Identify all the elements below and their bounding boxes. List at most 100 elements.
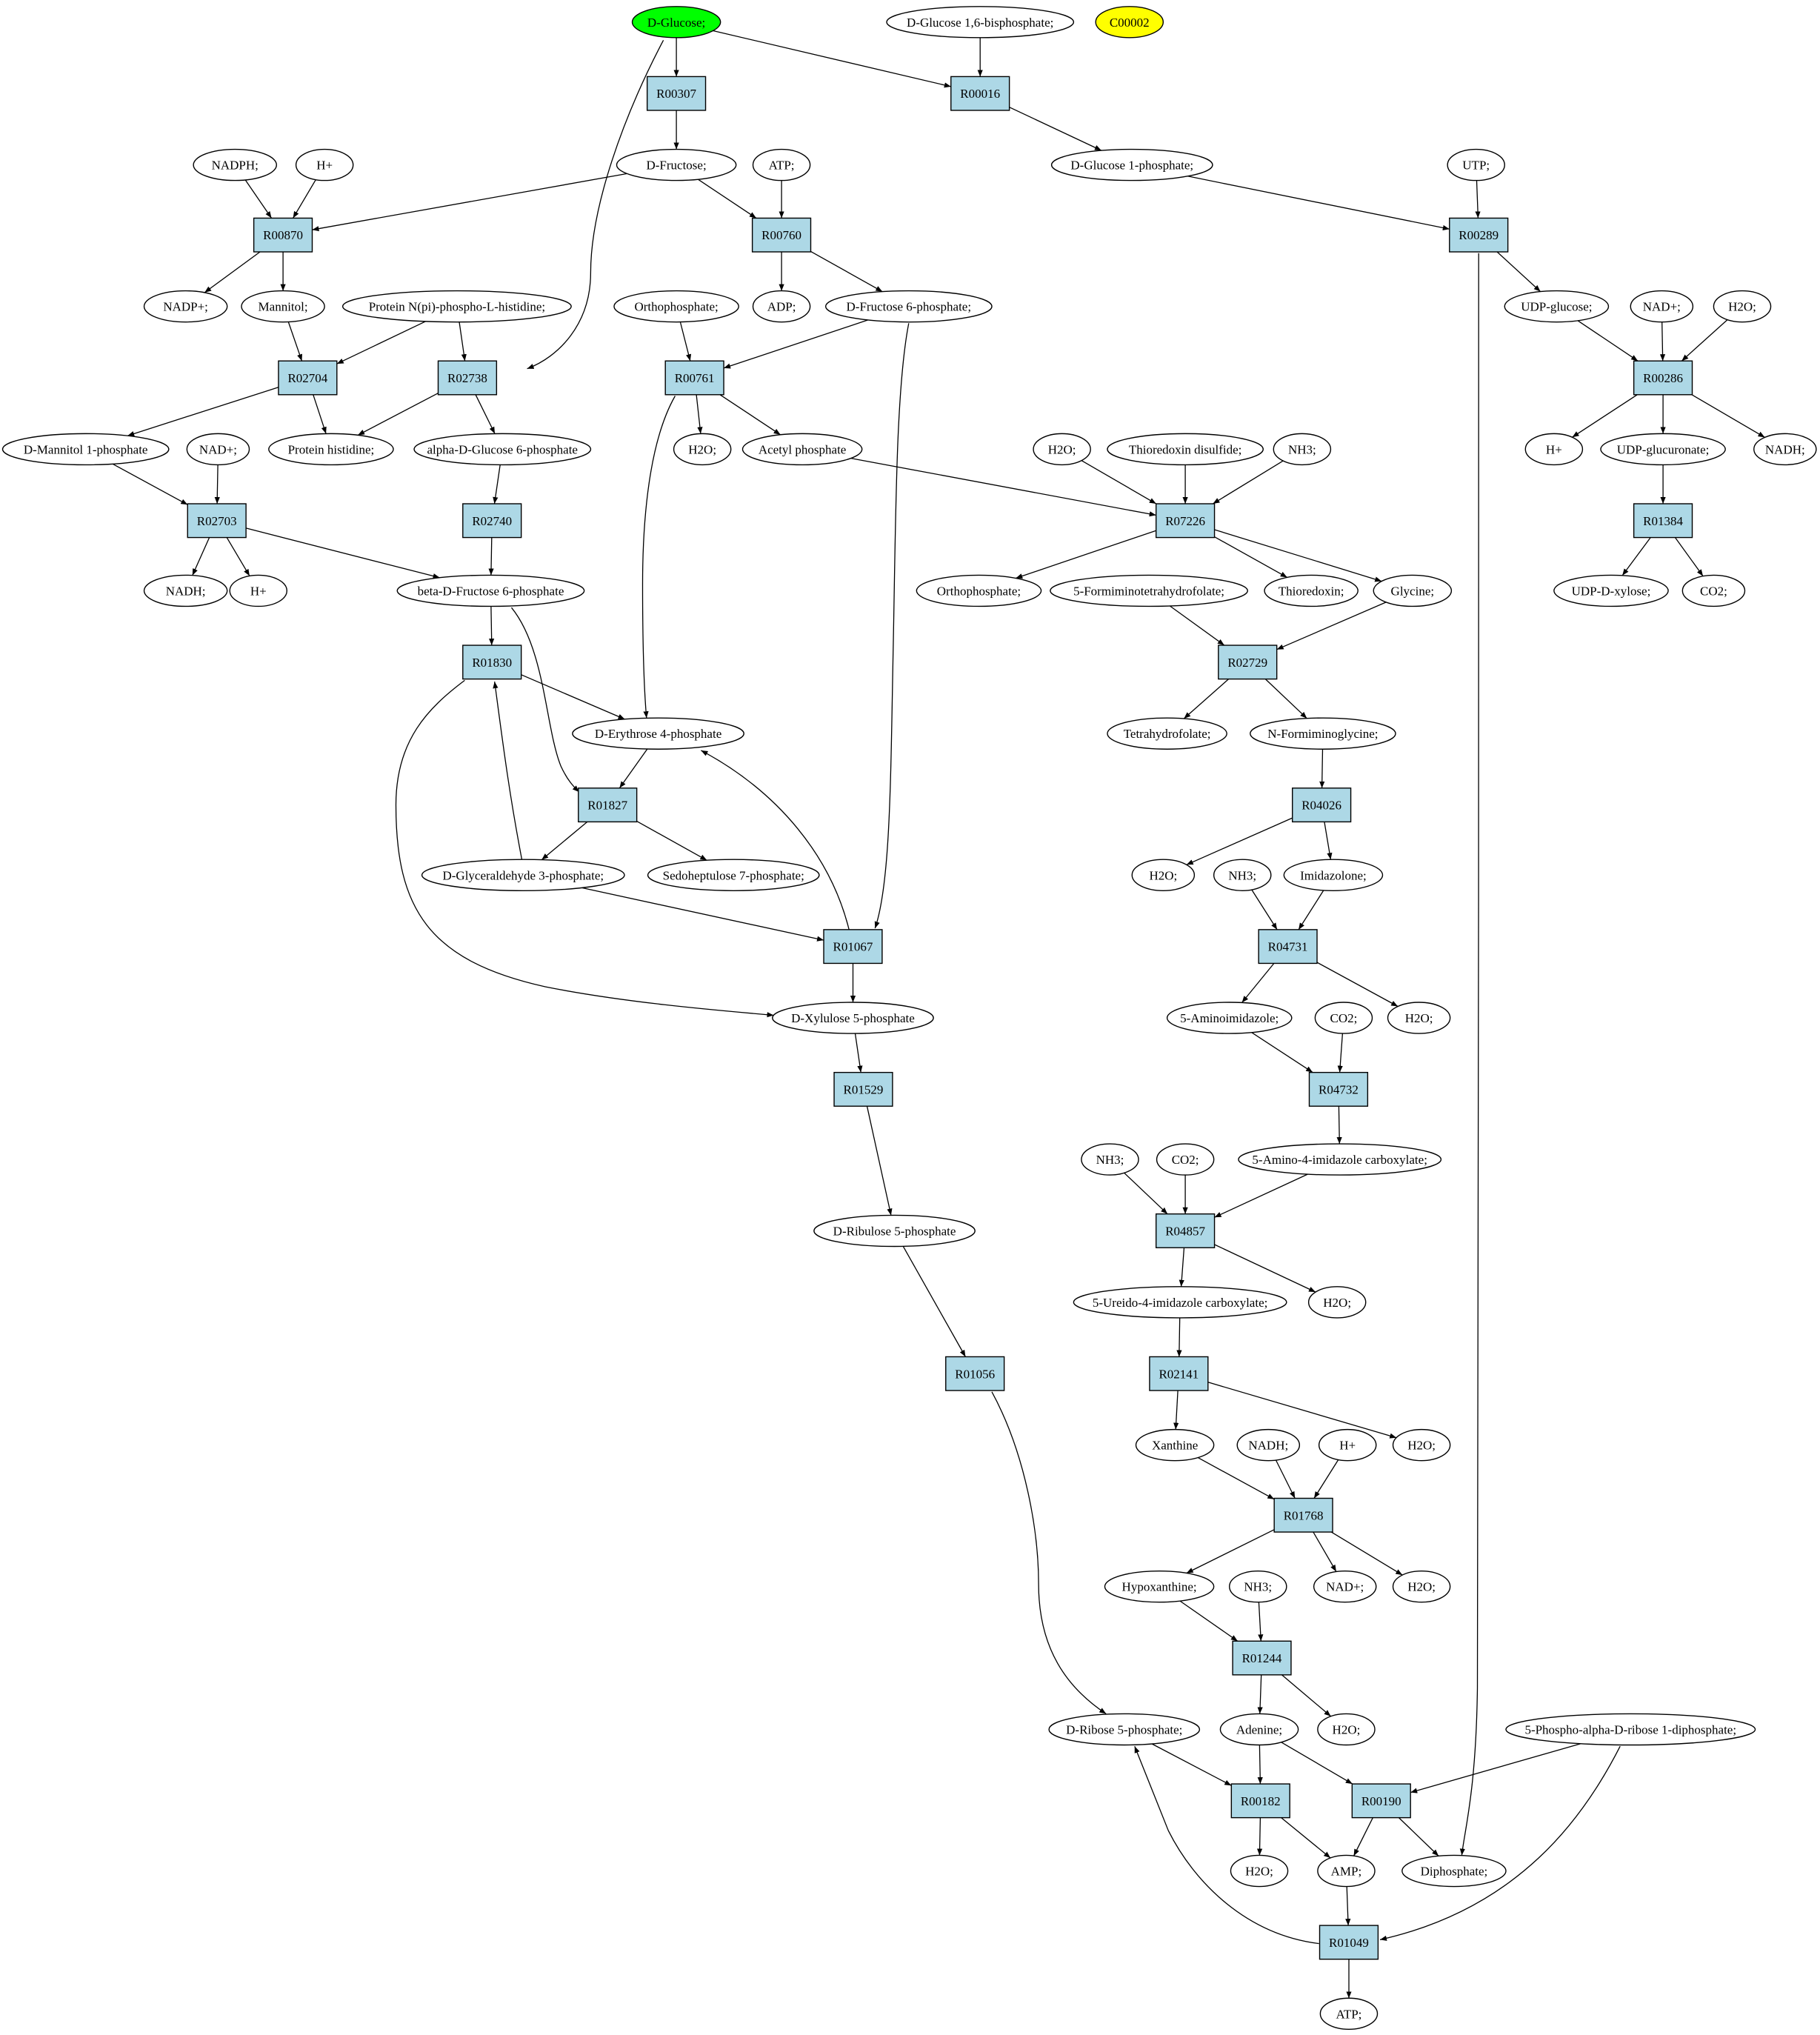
compound-node[interactable]: Hypoxanthine; — [1104, 1570, 1215, 1603]
compound-node[interactable]: D-Glucose 1-phosphate; — [1050, 148, 1213, 181]
reaction-node[interactable]: R04732 — [1308, 1071, 1369, 1107]
compound-node[interactable]: UDP-glucuronate; — [1600, 433, 1726, 466]
reaction-node[interactable]: R04731 — [1258, 929, 1318, 965]
reaction-node[interactable]: R01067 — [823, 929, 883, 965]
reaction-node[interactable]: R01529 — [833, 1071, 893, 1107]
compound-node[interactable]: ATP; — [1319, 1997, 1379, 2031]
compound-node[interactable]: Orthophosphate; — [613, 290, 739, 323]
compound-node[interactable]: UDP-D-xylose; — [1553, 574, 1669, 607]
compound-node[interactable]: 5-Formiminotetrahydrofolate; — [1050, 574, 1248, 607]
reaction-node[interactable]: R01830 — [462, 645, 522, 680]
compound-node[interactable]: H+ — [1524, 433, 1584, 466]
reaction-node[interactable]: R04026 — [1292, 787, 1352, 823]
reaction-node[interactable]: R01768 — [1273, 1497, 1333, 1533]
compound-node[interactable]: D-Fructose 6-phosphate; — [824, 290, 993, 323]
reaction-node[interactable]: R01384 — [1633, 503, 1693, 539]
compound-node[interactable]: C00002 — [1095, 6, 1164, 39]
reaction-node[interactable]: R02141 — [1149, 1356, 1209, 1391]
compound-node[interactable]: D-Glucose 1,6-bisphosphate; — [886, 6, 1075, 39]
compound-node[interactable]: D-Xylulose 5-phosphate — [772, 1002, 934, 1034]
compound-node[interactable]: D-Glyceraldehyde 3-phosphate; — [421, 859, 625, 891]
compound-node[interactable]: D-Fructose; — [616, 148, 737, 181]
compound-node[interactable]: N-Formiminoglycine; — [1250, 717, 1396, 750]
reaction-node[interactable]: R01056 — [945, 1356, 1005, 1391]
compound-node[interactable]: CO2; — [1314, 1002, 1373, 1034]
compound-node[interactable]: Adenine; — [1219, 1713, 1299, 1746]
compound-node[interactable]: D-Ribulose 5-phosphate — [813, 1214, 976, 1248]
compound-node[interactable]: NH3; — [1081, 1143, 1139, 1176]
reaction-node[interactable]: R04857 — [1155, 1213, 1216, 1248]
compound-node[interactable]: CO2; — [1156, 1143, 1215, 1176]
compound-node[interactable]: NH3; — [1213, 859, 1272, 891]
compound-node[interactable]: D-Ribose 5-phosphate; — [1048, 1713, 1201, 1746]
compound-node[interactable]: Thioredoxin disulfide; — [1107, 433, 1264, 466]
compound-node[interactable]: H2O; — [1131, 859, 1196, 891]
reaction-node[interactable]: R00286 — [1633, 360, 1693, 396]
compound-node[interactable]: Protein histidine; — [268, 433, 394, 466]
reaction-node[interactable]: R00016 — [950, 76, 1010, 111]
compound-node[interactable]: H+ — [229, 574, 288, 607]
compound-node[interactable]: D-Glucose; — [631, 6, 721, 39]
reaction-node[interactable]: R02703 — [187, 503, 247, 539]
compound-node[interactable]: CO2; — [1681, 574, 1746, 607]
compound-node[interactable]: Acetyl phosphate — [741, 433, 863, 466]
reaction-node[interactable]: R02740 — [462, 503, 522, 539]
compound-node[interactable]: AMP; — [1317, 1854, 1376, 1888]
compound-node[interactable]: ADP; — [752, 290, 811, 323]
compound-node[interactable]: Orthophosphate; — [916, 574, 1042, 607]
compound-node[interactable]: NH3; — [1273, 433, 1332, 466]
reaction-node[interactable]: R02704 — [278, 360, 338, 396]
compound-node[interactable]: D-Erythrose 4-phosphate — [572, 717, 744, 750]
compound-node[interactable]: Thioredoxin; — [1264, 574, 1359, 607]
reaction-node[interactable]: R01827 — [578, 787, 638, 823]
compound-node[interactable]: Sedoheptulose 7-phosphate; — [647, 859, 820, 891]
reaction-node[interactable]: R00870 — [253, 217, 313, 253]
compound-node[interactable]: NH3; — [1229, 1570, 1287, 1603]
compound-node[interactable]: UTP; — [1447, 148, 1505, 181]
compound-node[interactable]: beta-D-Fructose 6-phosphate — [396, 574, 585, 607]
compound-node[interactable]: Glycine; — [1373, 574, 1453, 607]
compound-node[interactable]: H2O; — [1392, 1428, 1451, 1462]
reaction-node[interactable]: R00761 — [664, 360, 724, 396]
compound-node[interactable]: NADP+; — [143, 290, 228, 323]
compound-node[interactable]: alpha-D-Glucose 6-phosphate — [413, 433, 592, 466]
compound-node[interactable]: NAD+; — [1630, 290, 1694, 323]
reaction-node[interactable]: R07226 — [1155, 503, 1216, 539]
reaction-node[interactable]: R00182 — [1230, 1783, 1290, 1819]
compound-node[interactable]: 5-Phospho-alpha-D-ribose 1-diphosphate; — [1505, 1713, 1756, 1746]
compound-node[interactable]: H+ — [1318, 1428, 1377, 1462]
compound-node[interactable]: H2O; — [1387, 1002, 1451, 1034]
reaction-node[interactable]: R01244 — [1232, 1640, 1292, 1676]
compound-node[interactable]: 5-Aminoimidazole; — [1166, 1002, 1293, 1034]
compound-node[interactable]: Tetrahydrofolate; — [1107, 717, 1227, 750]
compound-node[interactable]: D-Mannitol 1-phosphate — [1, 433, 170, 466]
compound-node[interactable]: NADH; — [1236, 1428, 1301, 1462]
compound-node[interactable]: UDP-glucose; — [1504, 290, 1610, 323]
reaction-node[interactable]: R00760 — [751, 217, 812, 253]
compound-node[interactable]: ATP; — [752, 148, 811, 181]
compound-node[interactable]: NAD+; — [1313, 1570, 1377, 1603]
compound-node[interactable]: H+ — [295, 148, 354, 181]
compound-node[interactable]: Mannitol; — [241, 290, 325, 323]
compound-node[interactable]: H2O; — [673, 433, 732, 466]
compound-node[interactable]: Protein N(pi)-phospho-L-histidine; — [341, 290, 572, 323]
compound-node[interactable]: NADH; — [1753, 433, 1817, 466]
compound-node[interactable]: 5-Ureido-4-imidazole carboxylate; — [1073, 1286, 1287, 1319]
compound-node[interactable]: H2O; — [1230, 1854, 1289, 1888]
compound-node[interactable]: Xanthine — [1135, 1428, 1215, 1462]
compound-node[interactable]: Diphosphate; — [1401, 1854, 1507, 1888]
reaction-node[interactable]: R00307 — [646, 76, 707, 111]
reaction-node[interactable]: R01049 — [1319, 1925, 1379, 1960]
reaction-node[interactable]: R02738 — [437, 360, 498, 396]
compound-node[interactable]: NADPH; — [193, 148, 278, 181]
compound-node[interactable]: 5-Amino-4-imidazole carboxylate; — [1238, 1143, 1442, 1176]
compound-node[interactable]: H2O; — [1307, 1286, 1367, 1319]
compound-node[interactable]: H2O; — [1713, 290, 1772, 323]
compound-node[interactable]: H2O; — [1392, 1570, 1451, 1603]
reaction-node[interactable]: R00190 — [1351, 1783, 1411, 1819]
reaction-node[interactable]: R00289 — [1449, 217, 1509, 253]
compound-node[interactable]: NADH; — [143, 574, 228, 607]
compound-node[interactable]: Imidazolone; — [1283, 859, 1384, 891]
compound-node[interactable]: H2O; — [1317, 1713, 1376, 1746]
reaction-node[interactable]: R02729 — [1218, 645, 1278, 680]
